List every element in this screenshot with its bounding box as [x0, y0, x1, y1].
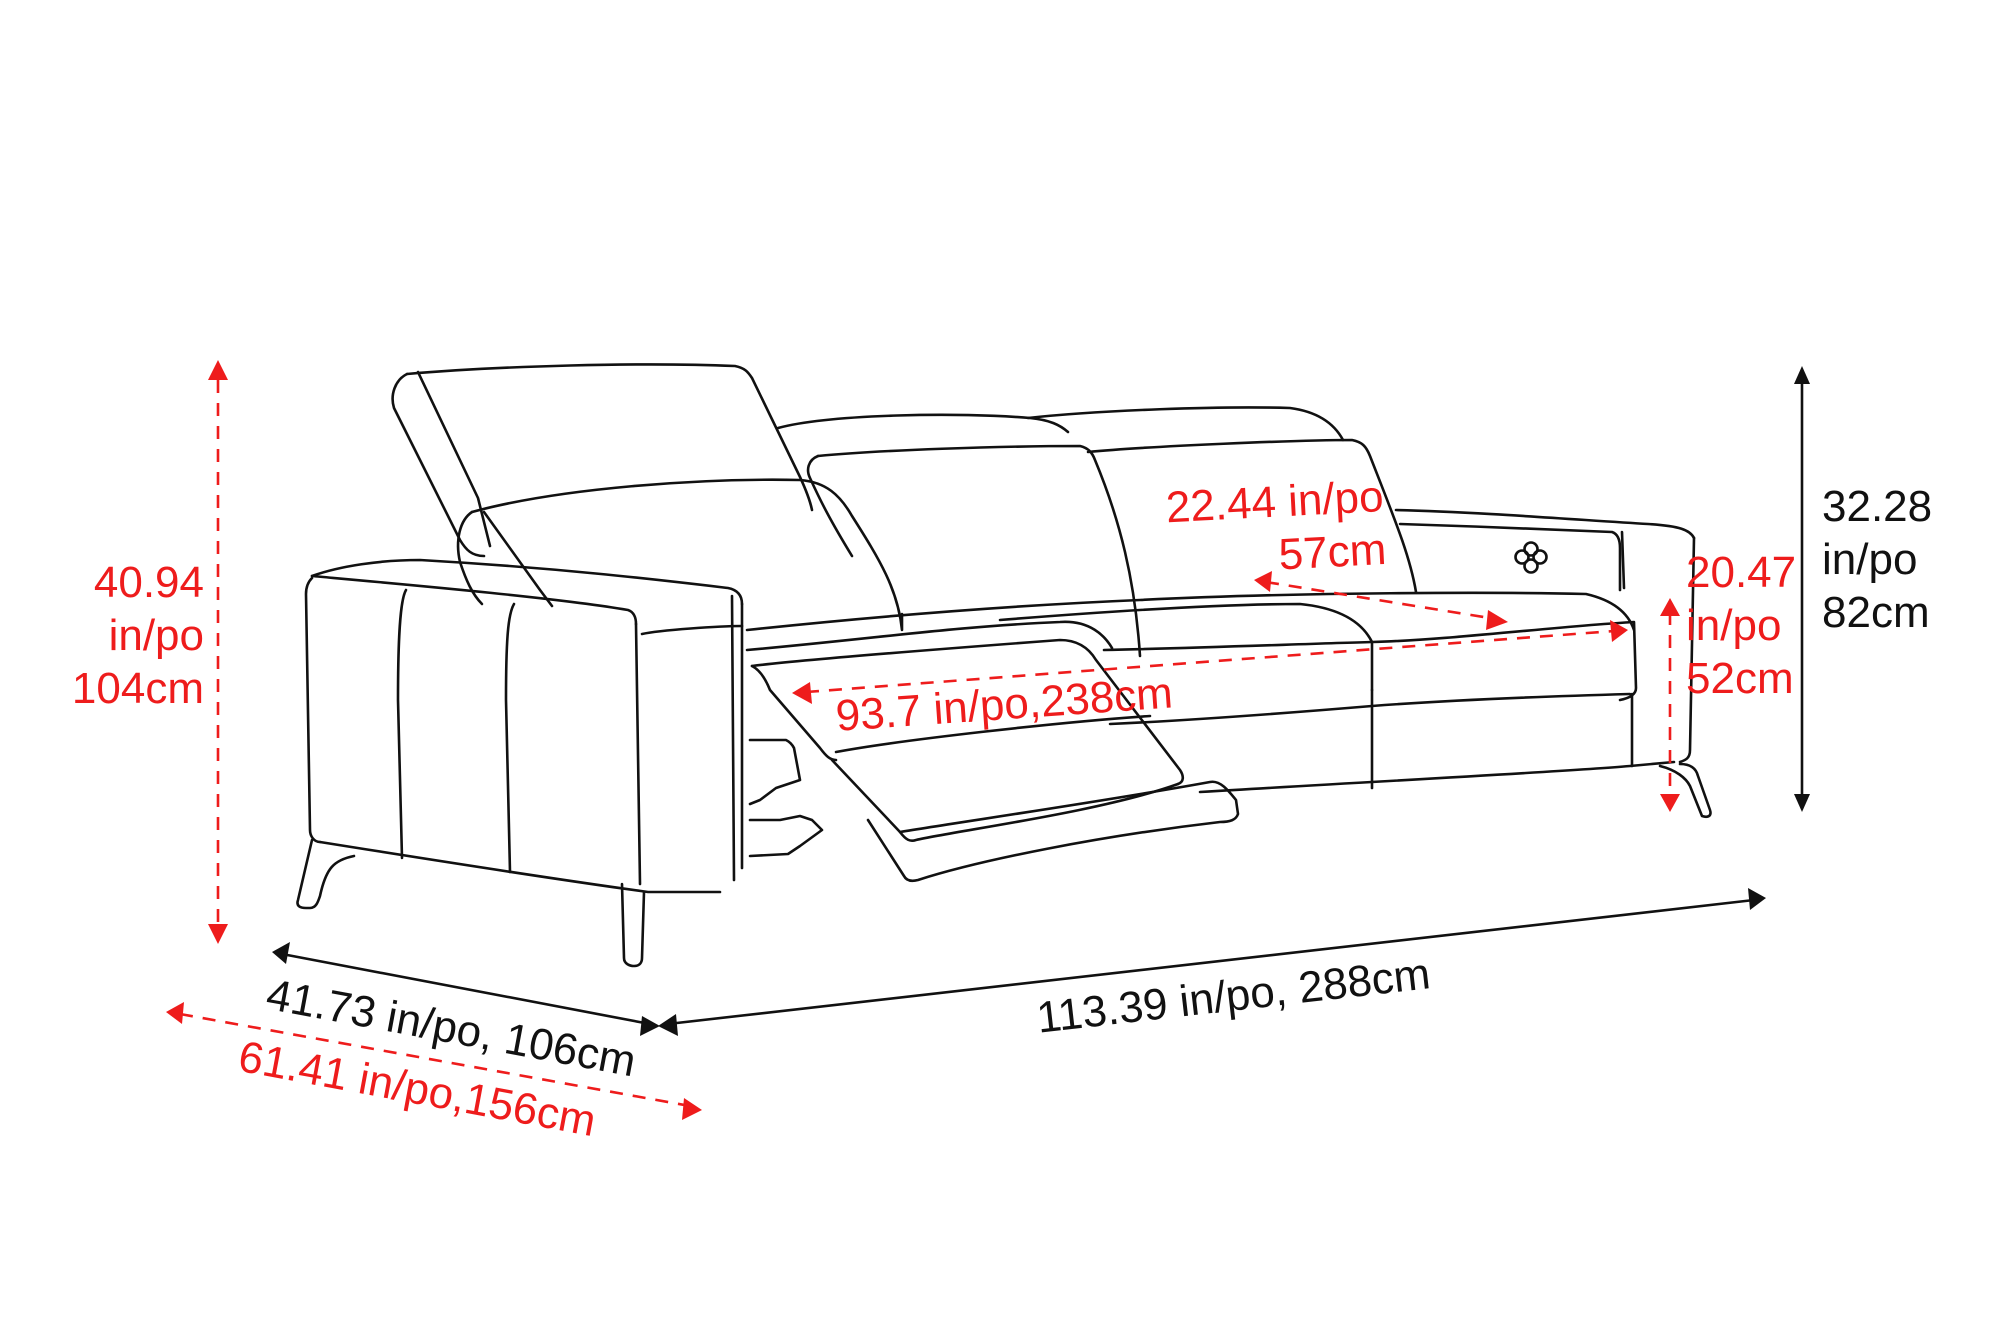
total-height-label: 40.94 in/po 104cm — [60, 556, 204, 715]
middle-back-cushion-side — [806, 454, 854, 558]
total-width-dimension-line — [658, 888, 1766, 1036]
back-height-unit: in/po — [1822, 535, 1918, 584]
seat-width-dimension-line — [792, 620, 1628, 704]
left-arm-right-side — [634, 594, 744, 886]
recliner-leg-1 — [834, 714, 1152, 754]
left-arm-panel-2 — [504, 602, 516, 874]
depth-dimension-line — [272, 942, 660, 1036]
leg-back-right — [1658, 762, 1712, 819]
right-arm-inner — [1398, 522, 1622, 592]
seat-cushion-front — [1102, 620, 1638, 702]
right-arm-outer — [1678, 536, 1696, 764]
left-arm-base — [318, 840, 722, 894]
dimension-lines — [166, 360, 1810, 1120]
left-headrest-edge — [416, 370, 492, 548]
left-back-cushion — [470, 478, 904, 632]
seat-front-line — [1108, 692, 1632, 726]
back-height-value: 32.28 — [1822, 482, 1933, 531]
left-headrest-side — [391, 372, 486, 558]
total-height-value: 40.94 — [93, 558, 204, 607]
recliner-foot-panel — [866, 780, 1240, 883]
seat-cushion-back-edge — [745, 591, 1636, 632]
rear-headrest-right — [1026, 406, 1345, 442]
reclined-depth-dimension-line — [166, 1002, 702, 1120]
seat-height-dimension-line — [1660, 598, 1680, 812]
rear-headrest-middle — [776, 413, 1070, 434]
sofa-line-drawing — [296, 363, 1712, 968]
leg-front-right — [620, 882, 646, 968]
left-arm-top — [310, 558, 744, 606]
recline-control-icon[interactable] — [1514, 541, 1548, 574]
leg-front-left — [296, 838, 356, 910]
right-arm-top — [1394, 508, 1696, 540]
left-back-cushion-edge — [482, 510, 554, 608]
middle-back-cushion — [816, 444, 1142, 658]
seat-height-metric: 52cm — [1686, 654, 1794, 703]
seat-height-value: 20.47 — [1686, 548, 1797, 597]
seat-base-line — [1198, 760, 1676, 794]
recliner-mechanism — [748, 738, 824, 858]
back-height-dimension-line — [1794, 366, 1810, 812]
seat-cushion-middle — [998, 602, 1374, 692]
seat-depth-label: 22.44 in/po 57cm — [1150, 470, 1388, 588]
right-back-cushion — [1086, 438, 1418, 594]
seat-height-label: 20.47 in/po 52cm — [1686, 546, 1796, 705]
right-arm-front — [1620, 530, 1626, 590]
total-height-dimension-line — [208, 360, 228, 944]
left-headrest — [405, 363, 814, 512]
recliner-seat — [750, 638, 1185, 786]
seat-height-unit: in/po — [1686, 601, 1782, 650]
recliner-seat-front — [750, 664, 838, 762]
left-arm-seat-edge — [640, 624, 744, 636]
left-arm-panel-1 — [396, 588, 408, 860]
total-height-unit: in/po — [108, 611, 204, 660]
seat-depth-dimension-line — [1254, 571, 1508, 630]
back-height-metric: 82cm — [1822, 588, 1930, 637]
seat-cushion-left — [745, 620, 1114, 652]
left-arm-front — [304, 576, 322, 844]
total-height-metric: 104cm — [71, 664, 204, 713]
recliner-leg-panel — [830, 758, 1180, 843]
left-arm-front-top — [310, 574, 638, 626]
back-height-label: 32.28 in/po 82cm — [1822, 480, 1932, 639]
